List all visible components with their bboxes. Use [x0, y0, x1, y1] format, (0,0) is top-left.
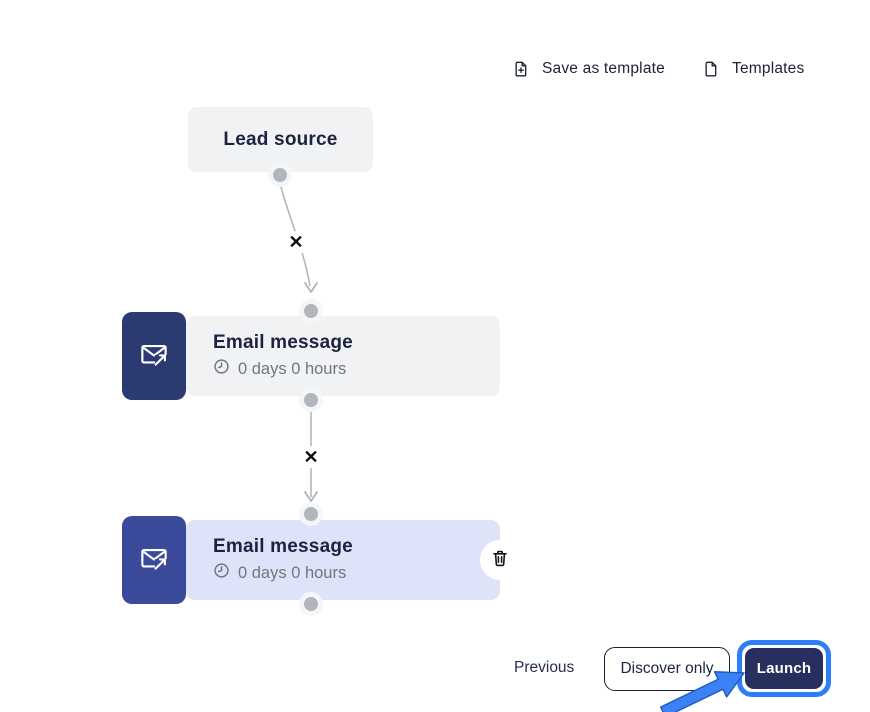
launch-button[interactable]: Launch: [745, 648, 823, 689]
node-lead-source[interactable]: Lead source: [188, 107, 373, 172]
file-plus-icon: [512, 60, 530, 78]
trash-icon: [490, 548, 510, 573]
email-node-icon-block[interactable]: [122, 516, 186, 604]
lead-source-label: Lead source: [223, 128, 338, 150]
node-email-message-1[interactable]: Email message 0 days 0 hours: [186, 316, 500, 396]
remove-connection-button[interactable]: ✕: [285, 231, 307, 253]
connector-dot[interactable]: [299, 299, 323, 323]
connector-dot[interactable]: [299, 388, 323, 412]
node-delay-label: 0 days 0 hours: [238, 563, 347, 582]
email-send-icon: [136, 336, 172, 377]
email-node-icon-block[interactable]: [122, 312, 186, 400]
node-title: Email message: [213, 536, 353, 557]
node-title: Email message: [213, 332, 353, 353]
templates-label: Templates: [732, 60, 805, 77]
clock-icon: [213, 562, 230, 584]
connector-dot[interactable]: [299, 592, 323, 616]
node-email-message-2[interactable]: Email message 0 days 0 hours: [186, 520, 500, 600]
save-as-template-label: Save as template: [542, 60, 665, 77]
connector-dot[interactable]: [268, 163, 292, 187]
previous-link[interactable]: Previous: [514, 659, 575, 676]
node-delay-label: 0 days 0 hours: [238, 359, 347, 378]
x-mark-icon: ✕: [288, 232, 304, 252]
templates-button[interactable]: Templates: [702, 56, 804, 82]
delete-node-button[interactable]: [480, 540, 520, 580]
remove-connection-button[interactable]: ✕: [300, 446, 322, 468]
discover-only-button[interactable]: Discover only: [604, 647, 730, 691]
save-as-template-button[interactable]: Save as template: [512, 56, 665, 82]
x-mark-icon: ✕: [303, 447, 319, 467]
file-icon: [702, 60, 720, 78]
clock-icon: [213, 358, 230, 380]
email-send-icon: [136, 540, 172, 581]
connector-dot[interactable]: [299, 502, 323, 526]
launch-highlight-ring: Launch: [737, 640, 831, 697]
